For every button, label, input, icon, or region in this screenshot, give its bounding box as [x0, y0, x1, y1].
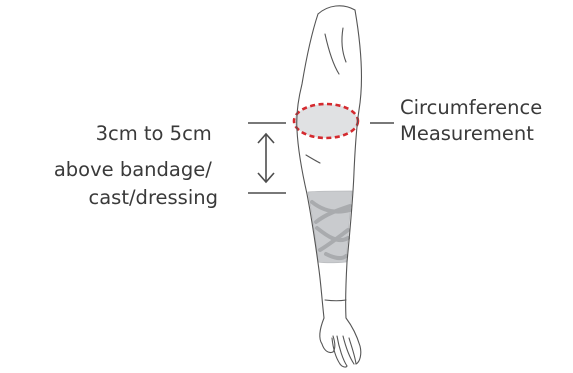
- measurement-band: [294, 104, 358, 138]
- distance-label-line-3: cast/dressing: [89, 186, 218, 209]
- double-arrow-icon: [258, 134, 274, 182]
- bandage: [308, 191, 352, 263]
- distance-indicator: [248, 123, 286, 193]
- measurement-label-line-2: Measurement: [400, 122, 534, 145]
- distance-label-line-2: above bandage/: [54, 158, 212, 181]
- hand: [320, 318, 361, 367]
- arm-outline: [297, 6, 362, 318]
- measurement-label-line-1: Circumference: [400, 96, 542, 119]
- distance-label: 3cm to 5cm above bandage/ cast/dressing: [54, 122, 218, 209]
- distance-label-line-1: 3cm to 5cm: [96, 122, 212, 145]
- measurement-label: Circumference Measurement: [400, 96, 548, 145]
